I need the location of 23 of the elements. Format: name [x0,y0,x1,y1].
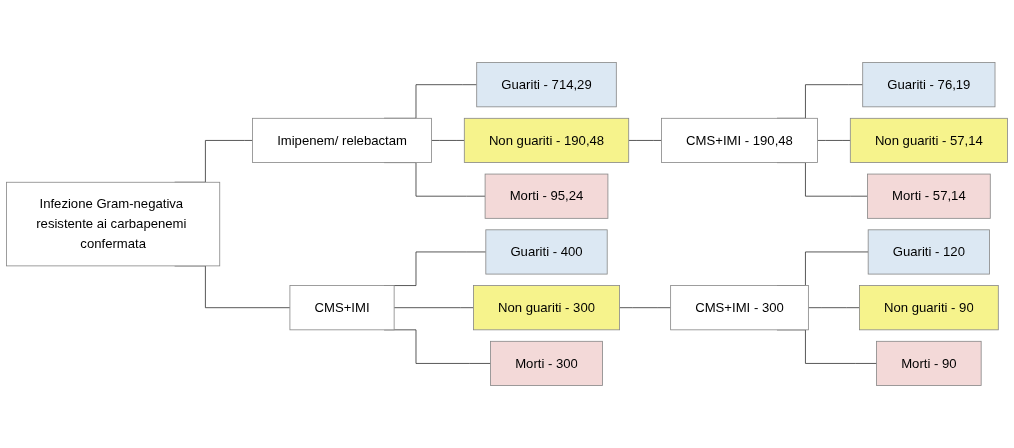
node-box: Imipenem/ relebactam [252,117,432,163]
node-box: Guariti - 120 [867,229,990,275]
connector [431,139,465,141]
node-box: CMS+IMI - 190,48 [661,117,818,163]
node-box: CMS+IMI - 300 [670,285,809,331]
node-box: Morti - 95,24 [484,173,609,219]
node-box: Morti - 57,14 [867,173,991,219]
node-box: Morti - 90 [876,340,982,386]
connector [808,307,860,309]
node-box: Non guariti - 90 [859,285,999,331]
connector [619,307,672,309]
node-box: Non guariti - 190,48 [463,117,630,163]
connector [817,139,851,141]
node-box: Morti - 300 [490,340,603,386]
connector [393,307,474,309]
connector [628,139,662,141]
node-box: Guariti - 400 [485,229,608,275]
node-box: Infezione Gram-negativa resistente ai carbapenemi confermata [6,181,221,267]
node-box: Non guariti - 57,14 [849,117,1008,163]
node-box: CMS+IMI [289,285,395,331]
node-box: Guariti - 714,29 [476,62,617,108]
node-box: Non guariti - 300 [473,285,620,331]
node-box: Guariti - 76,19 [862,62,996,108]
